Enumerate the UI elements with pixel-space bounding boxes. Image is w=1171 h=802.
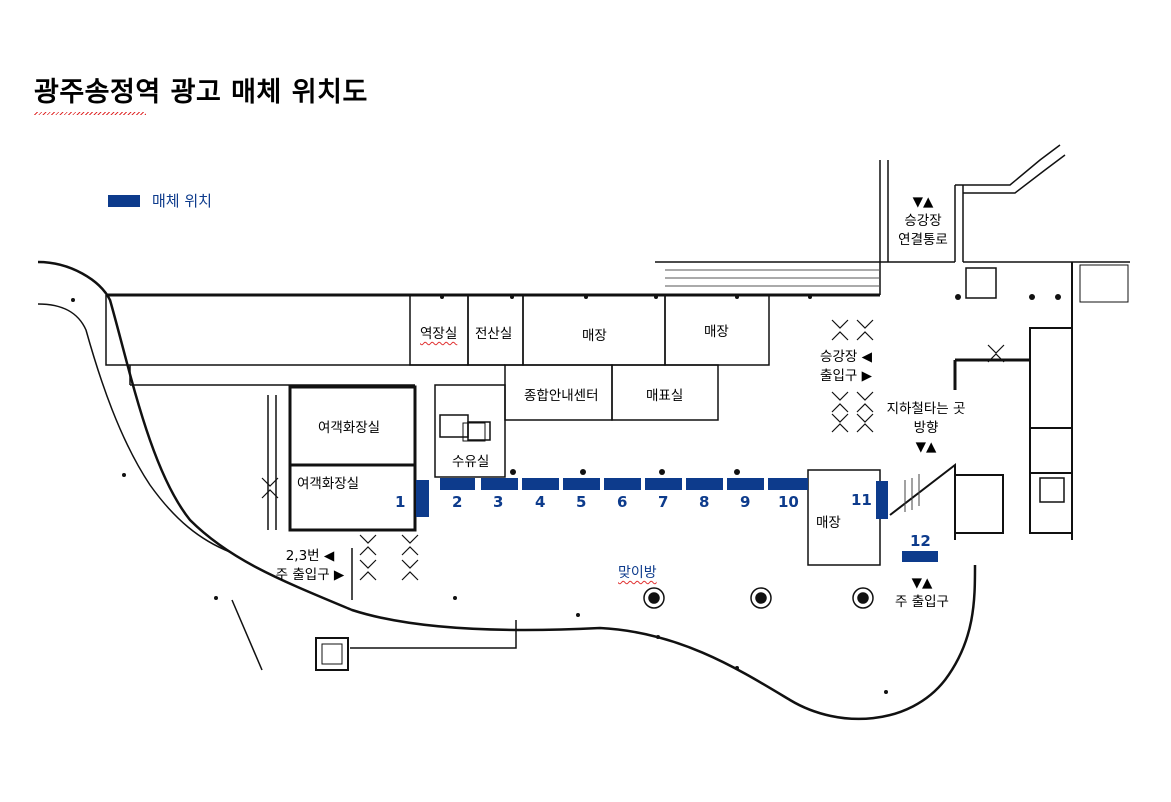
subway-direction-label: 지하철타는 곳 방향 ▼▲ xyxy=(880,400,972,457)
platform-entrance-label: 승강장 ◀ 출입구 ▶ xyxy=(812,348,880,386)
media-marker-8 xyxy=(686,478,723,490)
exit-23-label: 2,3번 ◀ 주 출입구 ▶ xyxy=(272,547,348,585)
main-entrance-arrows: ▼▲ xyxy=(911,575,933,591)
platform-corridor-line2: 연결통로 xyxy=(898,232,948,248)
subway-line2: 방향 xyxy=(913,420,939,436)
exit-23-line2: 주 출입구 ▶ xyxy=(275,567,345,583)
room-restroom-upper: 여객화장실 xyxy=(318,420,381,436)
legend-swatch xyxy=(108,194,140,207)
media-marker-11 xyxy=(876,481,888,519)
room-store-a: 매장 xyxy=(582,328,607,344)
media-marker-10 xyxy=(768,478,808,490)
media-number-3: 3 xyxy=(493,493,504,511)
platform-entrance-line2: 출입구 ▶ xyxy=(820,368,872,384)
media-number-10: 10 xyxy=(778,493,799,511)
subway-arrows: ▼▲ xyxy=(915,439,937,455)
room-info-center: 종합안내센터 xyxy=(524,388,599,404)
page-title: 광주송정역 광고 매체 위치도 xyxy=(34,70,368,115)
media-number-8: 8 xyxy=(699,493,710,511)
media-number-6: 6 xyxy=(617,493,628,511)
media-marker-12 xyxy=(902,551,938,562)
main-entrance-label: ▼▲ 주 출입구 xyxy=(888,574,956,612)
legend: 매체 위치 xyxy=(108,190,212,211)
platform-entrance-line1: 승강장 ◀ xyxy=(820,349,872,365)
media-marker-7 xyxy=(645,478,682,490)
media-number-1: 1 xyxy=(395,493,406,511)
platform-corridor-line1: 승강장 xyxy=(904,213,942,229)
media-marker-9 xyxy=(727,478,764,490)
room-store-c: 매장 xyxy=(816,515,841,531)
media-number-11: 11 xyxy=(851,491,872,509)
room-computer: 전산실 xyxy=(475,326,513,342)
room-ticket-office: 매표실 xyxy=(646,388,684,404)
legend-label: 매체 위치 xyxy=(152,192,212,210)
room-store-b: 매장 xyxy=(704,324,729,340)
main-entrance-line1: 주 출입구 xyxy=(895,594,949,610)
media-marker-6 xyxy=(604,478,641,490)
media-number-7: 7 xyxy=(658,493,669,511)
media-marker-2 xyxy=(440,478,475,490)
media-marker-4 xyxy=(522,478,559,490)
media-number-12: 12 xyxy=(910,532,931,550)
media-number-9: 9 xyxy=(740,493,751,511)
platform-corridor-label: ▼▲ 승강장 연결통로 xyxy=(895,193,951,250)
media-number-2: 2 xyxy=(452,493,463,511)
media-marker-3 xyxy=(481,478,518,490)
meeting-hall-label: 맞이방 xyxy=(618,565,657,581)
platform-corridor-arrows: ▼▲ xyxy=(912,194,934,210)
exit-23-line1: 2,3번 ◀ xyxy=(285,548,335,564)
room-restroom-lower: 여객화장실 xyxy=(297,476,360,492)
media-number-5: 5 xyxy=(576,493,587,511)
room-nursing: 수유실 xyxy=(452,454,490,470)
media-marker-1 xyxy=(416,480,429,517)
room-station-office: 역장실 xyxy=(420,326,458,342)
media-marker-5 xyxy=(563,478,600,490)
subway-line1: 지하철타는 곳 xyxy=(886,401,966,417)
media-number-4: 4 xyxy=(535,493,546,511)
